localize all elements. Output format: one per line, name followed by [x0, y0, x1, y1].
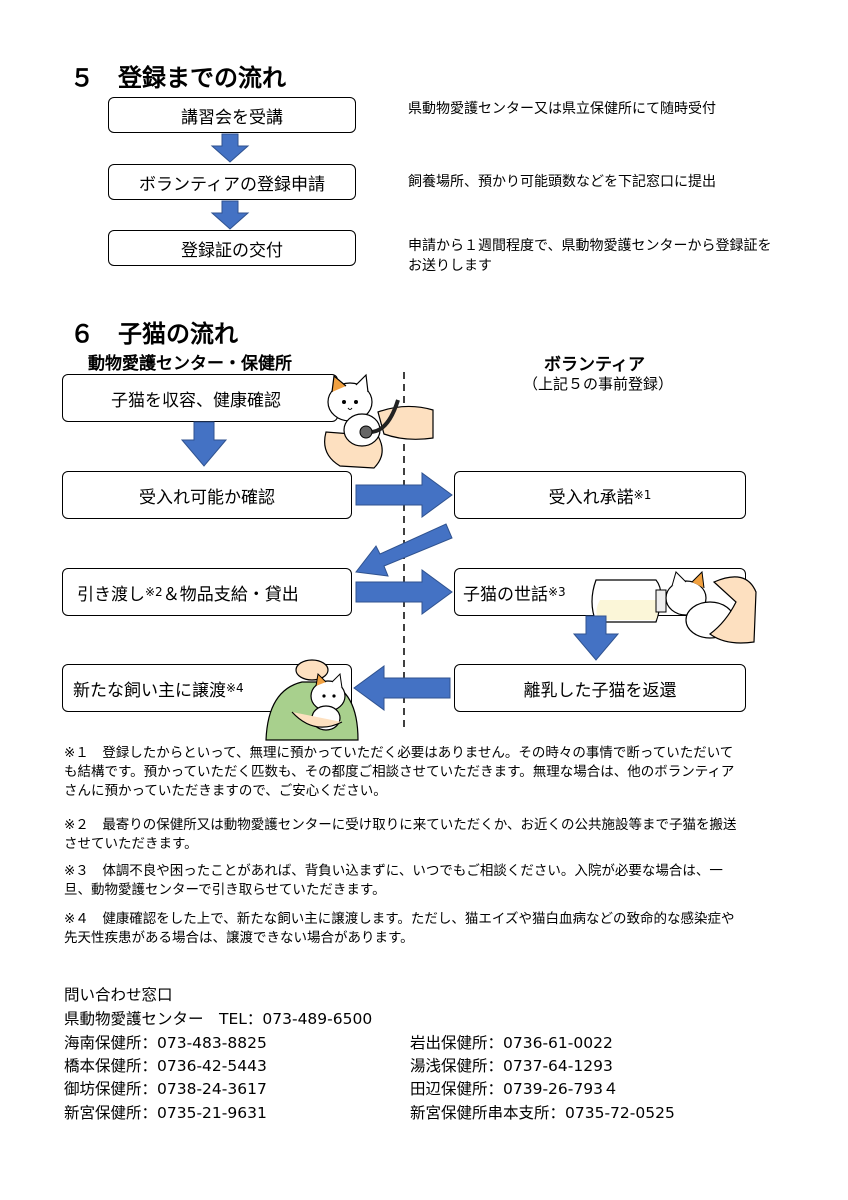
contact-center: 県動物愛護センター TEL：073-489-6500 — [64, 1007, 372, 1029]
adopt-note-mark: ※4 — [226, 681, 244, 695]
office-hashimoto: 橋本保健所：0736-42-5443 — [64, 1054, 267, 1076]
step-certificate-box: 登録証の交付 — [108, 230, 356, 266]
note-4: ※４ 健康確認をした上で、新たな飼い主に譲渡します。ただし、猫エイズや猫白血病な… — [64, 910, 740, 948]
office-gobo: 御坊保健所：0738-24-3617 — [64, 1077, 267, 1099]
handover-rest-label: ＆物品支給・貸出 — [163, 580, 299, 605]
contact-title: 問い合わせ窓口 — [64, 983, 173, 1005]
office-tanabe: 田辺保健所：0739-26-793４ — [410, 1077, 618, 1099]
note-2-text: 最寄りの保健所又は動物愛護センターに受け取りに来ていただくか、お近くの公共施設等… — [64, 817, 737, 852]
note-4-text: 健康確認をした上で、新たな飼い主に譲渡します。ただし、猫エイズや猫白血病などの致… — [64, 911, 735, 946]
office-kushimoto: 新宮保健所串本支所：0735-72-0525 — [410, 1101, 675, 1123]
step-lecture-label: 講習会を受講 — [181, 103, 283, 128]
step-application-label: ボランティアの登録申請 — [139, 170, 325, 195]
note-2: ※２ 最寄りの保健所又は動物愛護センターに受け取りに来ていただくか、お近くの公共… — [64, 816, 740, 854]
cat-checkup-illustration — [318, 372, 438, 472]
return-label: 離乳した子猫を返還 — [524, 676, 677, 701]
left-column-header: 動物愛護センター・保健所 — [88, 349, 292, 374]
adopter-illustration — [262, 656, 362, 740]
note-1: ※１ 登録したからといって、無理に預かっていただく必要はありません。その時々の事… — [64, 744, 740, 801]
care-label: 子猫の世話 — [463, 580, 548, 605]
note-1-mark: ※１ — [64, 745, 89, 761]
arrow-down-icon — [182, 422, 230, 470]
note-3-mark: ※３ — [64, 863, 89, 879]
handover-label: 引き渡し — [77, 580, 145, 605]
adopt-label: 新たな飼い主に譲渡 — [73, 676, 226, 701]
confirm-label: 受入れ可能か確認 — [139, 483, 275, 508]
note-3: ※３ 体調不良や困ったことがあれば、背負い込まずに、いつでもご相談ください。入院… — [64, 862, 740, 900]
section6-heading: ６ 子猫の流れ — [70, 314, 238, 349]
section5-heading: ５ 登録までの流れ — [70, 58, 286, 93]
handover-box: 引き渡し※2＆物品支給・貸出 — [62, 568, 352, 616]
care-note-mark: ※3 — [548, 585, 566, 599]
step-lecture-desc: 県動物愛護センター又は県立保健所にて随時受付 — [408, 99, 788, 119]
office-shingu: 新宮保健所：0735-21-9631 — [64, 1101, 267, 1123]
accept-note-mark: ※1 — [634, 488, 652, 502]
note-4-mark: ※４ — [64, 911, 89, 927]
accept-label: 受入れ承諾 — [549, 483, 634, 508]
right-column-subheader: （上記５の事前登録） — [523, 373, 673, 394]
arrow-down-icon — [212, 201, 252, 231]
confirm-box: 受入れ可能か確認 — [62, 471, 352, 519]
arrow-down-icon — [212, 134, 252, 164]
office-yuasa: 湯浅保健所：0737-64-1293 — [410, 1054, 613, 1076]
accept-box: 受入れ承諾※1 — [454, 471, 746, 519]
arrow-left-icon — [354, 666, 454, 710]
step-lecture-box: 講習会を受講 — [108, 97, 356, 133]
arrow-down-icon — [574, 616, 622, 664]
note-2-mark: ※２ — [64, 817, 89, 833]
step-certificate-label: 登録証の交付 — [181, 236, 283, 261]
intake-box: 子猫を収容、健康確認 — [62, 374, 338, 422]
arrow-right-icon — [356, 570, 456, 614]
handover-note-mark: ※2 — [145, 585, 163, 599]
step-certificate-desc: 申請から１週間程度で、県動物愛護センターから登録証をお送りします — [408, 236, 778, 276]
arrow-right-icon — [356, 473, 456, 517]
intake-label: 子猫を収容、健康確認 — [111, 386, 281, 411]
step-application-box: ボランティアの登録申請 — [108, 164, 356, 200]
office-iwade: 岩出保健所：0736-61-0022 — [410, 1031, 613, 1053]
return-box: 離乳した子猫を返還 — [454, 664, 746, 712]
note-1-text: 登録したからといって、無理に預かっていただく必要はありません。その時々の事情で断… — [64, 745, 734, 799]
step-application-desc: 飼養場所、預かり可能頭数などを下記窓口に提出 — [408, 172, 788, 192]
right-column-header: ボランティア — [544, 350, 645, 375]
office-kainan: 海南保健所：073-483-8825 — [64, 1031, 267, 1053]
note-3-text: 体調不良や困ったことがあれば、背負い込まずに、いつでもご相談ください。入院が必要… — [64, 863, 723, 898]
